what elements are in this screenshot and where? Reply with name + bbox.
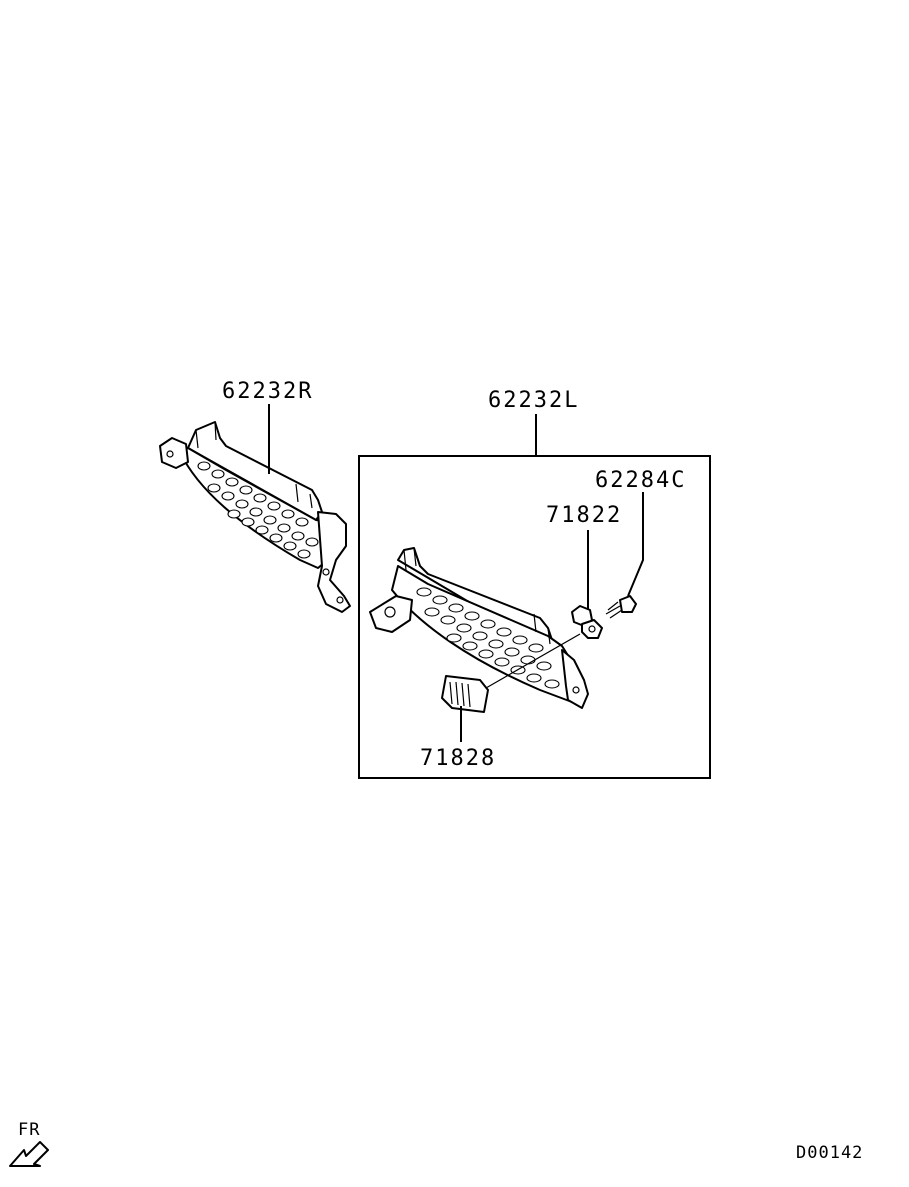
cover-alignment-line	[485, 633, 581, 689]
label-clip: 71822	[546, 503, 622, 528]
diagram-code: D00142	[796, 1143, 863, 1163]
screw-drawing	[605, 595, 637, 619]
leader-line-screw	[627, 492, 644, 597]
label-grille-left: 62232L	[488, 388, 579, 413]
grille-right-drawing	[159, 421, 351, 613]
label-cover: 71828	[420, 746, 496, 771]
front-direction-label: FR	[18, 1120, 40, 1140]
label-screw: 62284C	[595, 468, 686, 493]
grille-left-drawing	[369, 547, 589, 709]
label-grille-right: 62232R	[222, 379, 313, 404]
clip-drawing	[571, 605, 603, 639]
front-direction-arrow-icon	[9, 1141, 49, 1167]
cover-drawing	[441, 675, 489, 713]
grille-left-assembly-box	[358, 455, 711, 779]
